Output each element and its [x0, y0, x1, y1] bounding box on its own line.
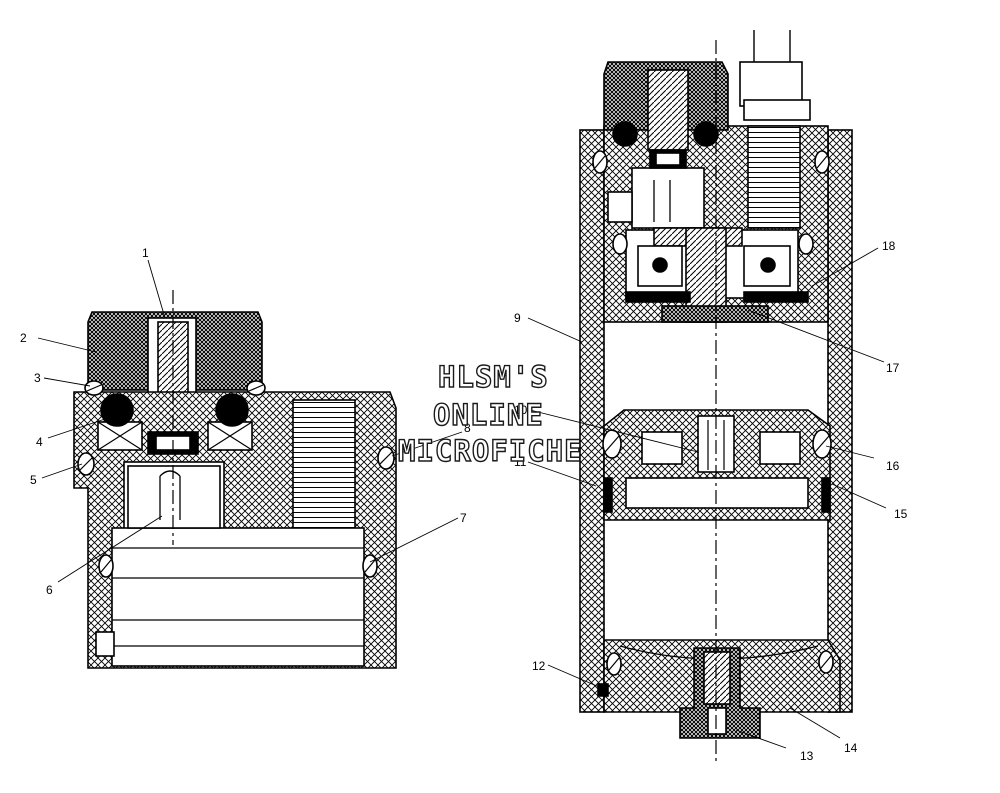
callout-8: 8: [464, 421, 471, 435]
callout-17: 17: [886, 361, 900, 375]
callout-4: 4: [36, 435, 43, 449]
left-assembly: [73, 290, 397, 669]
right-base-plate: [661, 305, 769, 323]
callout-10: 10: [514, 403, 528, 417]
watermark-line-2: ONLINE: [432, 397, 544, 432]
watermark-line-1: HLSM'S: [437, 359, 549, 394]
right-tube-wall-left: [579, 129, 605, 713]
callout-16: 16: [886, 459, 900, 473]
leader-lines: [37, 247, 887, 749]
callout-2: 2: [20, 331, 27, 345]
callout-14: 14: [844, 741, 858, 755]
left-ball-right: [215, 393, 249, 427]
callout-5: 5: [30, 473, 37, 487]
callout-1: 1: [142, 246, 149, 260]
callout-12: 12: [532, 659, 546, 673]
callout-13: 13: [800, 749, 814, 763]
callout-11: 11: [514, 455, 527, 469]
callout-9: 9: [514, 311, 521, 325]
right-assembly: [579, 30, 853, 762]
callout-3: 3: [34, 371, 41, 385]
left-thread-insert: [292, 399, 356, 529]
left-ball-left: [100, 393, 134, 427]
callout-7: 7: [460, 511, 467, 525]
callout-15: 15: [894, 507, 908, 521]
callout-labels: 1 2 3 4 5 6 7 8 9 10 11 12 13 14 15 16 1…: [20, 239, 908, 763]
callout-18: 18: [882, 239, 896, 253]
left-plunger: [127, 465, 221, 529]
right-tube-wall-right: [827, 129, 853, 713]
callout-6: 6: [46, 583, 53, 597]
right-valve-thread: [747, 125, 801, 229]
right-valve-stem: [739, 61, 803, 107]
left-cavity-main: [111, 527, 365, 667]
watermark-line-3: MICROFICHE: [397, 433, 583, 468]
